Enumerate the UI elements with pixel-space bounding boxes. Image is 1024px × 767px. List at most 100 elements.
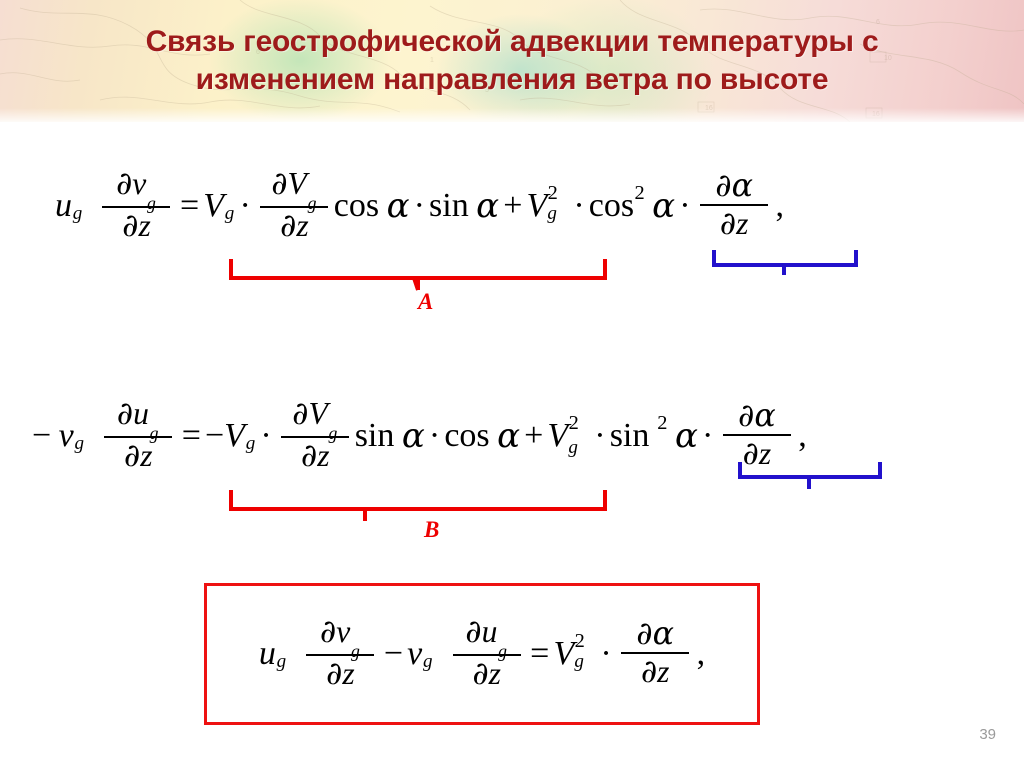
brace-cos-squared-blue [712, 250, 858, 275]
eq2-V: V [224, 417, 245, 455]
eq3-v-sub: g [422, 650, 433, 672]
eq3-t3-fraction-bar [621, 652, 690, 655]
eq1-cos-squared: cos [588, 187, 635, 225]
brace-b-red [229, 490, 607, 521]
eq1-alpha-num-alpha: α [731, 168, 753, 205]
eq1-alpha-2: α [476, 186, 500, 227]
eq1-alpha-fraction-bar [700, 204, 769, 207]
eq1-u-sub: g [72, 203, 83, 225]
eq3-term3-fraction: ∂α ∂z [621, 616, 690, 691]
slide-title: Связь геострофической адвекции температу… [0, 0, 1024, 122]
eq1-equals: = [179, 187, 200, 225]
eq3-equals: = [530, 635, 550, 672]
eq3-t1-num-sub: g [350, 641, 360, 662]
eq2-V2-sup: 2 [568, 411, 579, 434]
eq3-t2-num-partial: ∂ [465, 614, 482, 651]
eq3-V: V [553, 635, 575, 672]
eq3-comma: , [696, 635, 706, 672]
eq2-alpha-num-partial: ∂ [737, 398, 755, 435]
eq3-t3-den-partial: ∂ [640, 654, 658, 691]
eq1-V2-sub: g [547, 203, 557, 225]
eq3-t2-num-sub: g [498, 641, 507, 662]
eq2-alpha-den-var: z [758, 436, 772, 472]
eq3-V-sup: 2 [574, 629, 585, 652]
eq1-lhs-fraction: ∂vg ∂z [102, 166, 171, 245]
eq3-minus: − [383, 635, 404, 672]
eq2-dot-4: · [701, 417, 714, 455]
slide-title-line-2: изменением направления ветра по высоте [195, 63, 829, 96]
eq1-dot-3: · [573, 187, 585, 225]
eq2-v-sub: g [74, 433, 85, 455]
svg-text:5: 5 [485, 87, 489, 94]
eq2-lhs-num-var: u [133, 396, 149, 432]
eq3-t2-den-var: z [488, 656, 501, 692]
eq2-alpha-fraction: ∂α ∂z [722, 398, 791, 472]
eq3-t2-num-var: u [481, 614, 498, 650]
eq1-comma: , [775, 187, 785, 225]
eq1-rhs-num-sub: g [307, 193, 317, 214]
eq1-cos: cos [333, 187, 380, 225]
eq1-alpha-1: α [386, 186, 410, 227]
eq2-rhs-minus: − [204, 417, 225, 455]
eq3-term1-fraction: ∂vg ∂z [306, 615, 375, 693]
eq2-rhs-num-partial: ∂ [292, 396, 309, 433]
eq2-rhs-den-partial: ∂ [300, 438, 318, 475]
eq1-alpha-num-partial: ∂ [715, 168, 732, 205]
eq1-sin: sin [429, 187, 469, 225]
eq2-rhs-den-var: z [317, 438, 330, 474]
eq3-t3-num-alpha: α [652, 616, 675, 653]
eq1-alpha-fraction: ∂α ∂z [700, 168, 769, 241]
svg-text:10: 10 [333, 78, 341, 85]
eq2-V2: V [547, 417, 569, 455]
title-banner: 6 10 1 5 16 6 10 16 8 Связь геострофичес… [0, 0, 1024, 122]
eq2-leading-minus: − [32, 417, 52, 455]
eq2-lhs-num-partial: ∂ [116, 396, 134, 433]
eq1-alpha-3: α [652, 186, 676, 227]
eq2-alpha-3: α [674, 416, 698, 457]
eq2-sin: sin [354, 417, 395, 455]
eq1-dot-2: · [413, 187, 425, 225]
eq2-rhs-fraction-bar [281, 436, 350, 439]
eq2-rhs-num-var: V [308, 396, 328, 432]
eq2-lhs-fraction-bar [104, 436, 173, 439]
eq1-rhs-den-var: z [296, 208, 309, 244]
eq1-lhs-den-var: z [138, 208, 151, 244]
eq2-v: v [58, 417, 74, 455]
eq3-V-sub: g [574, 650, 584, 672]
eq1-lhs-num-sub: g [147, 193, 156, 214]
eq2-dot-2: · [428, 417, 441, 455]
eq2-lhs-den-var: z [140, 438, 153, 474]
eq3-t2-fraction-bar [452, 654, 521, 657]
eq3-dot: · [600, 635, 612, 672]
eq1-u: u [55, 187, 72, 225]
eq1-lhs-den-partial: ∂ [122, 208, 139, 245]
eq2-alpha-num-alpha: α [754, 398, 776, 435]
eq3-u-sub: g [276, 650, 287, 672]
eq1-dot-1: · [239, 187, 251, 225]
eq3-t2-den-partial: ∂ [472, 656, 489, 693]
eq2-cos: cos [444, 417, 490, 455]
eq3-t1-den-partial: ∂ [326, 656, 343, 693]
eq3-t3-num-partial: ∂ [636, 616, 653, 653]
eq1-rhs-den-partial: ∂ [279, 208, 297, 245]
svg-text:10: 10 [884, 55, 892, 62]
eq1-V2: V [526, 187, 548, 225]
eq1-V: V [203, 187, 224, 225]
eq2-dot-1: · [260, 417, 272, 455]
eq2-sin-squared: sin [609, 417, 650, 455]
brace-a-red [229, 259, 607, 291]
svg-text:1: 1 [430, 57, 434, 64]
eq3-term2-fraction: ∂ug ∂z [452, 614, 521, 693]
banner-bottom-fade [0, 108, 1024, 122]
eq3-v: v [407, 635, 423, 672]
eq2-sin-squared-sup: 2 [657, 411, 668, 434]
eq3-t1-den-var: z [342, 656, 355, 692]
eq1-rhs-num-partial: ∂ [271, 166, 288, 203]
eq1-lhs-num-var: v [132, 166, 147, 202]
eq1-plus: + [503, 187, 523, 225]
eq1-lhs-num-partial: ∂ [115, 166, 133, 203]
eq2-lhs-den-partial: ∂ [123, 438, 141, 475]
